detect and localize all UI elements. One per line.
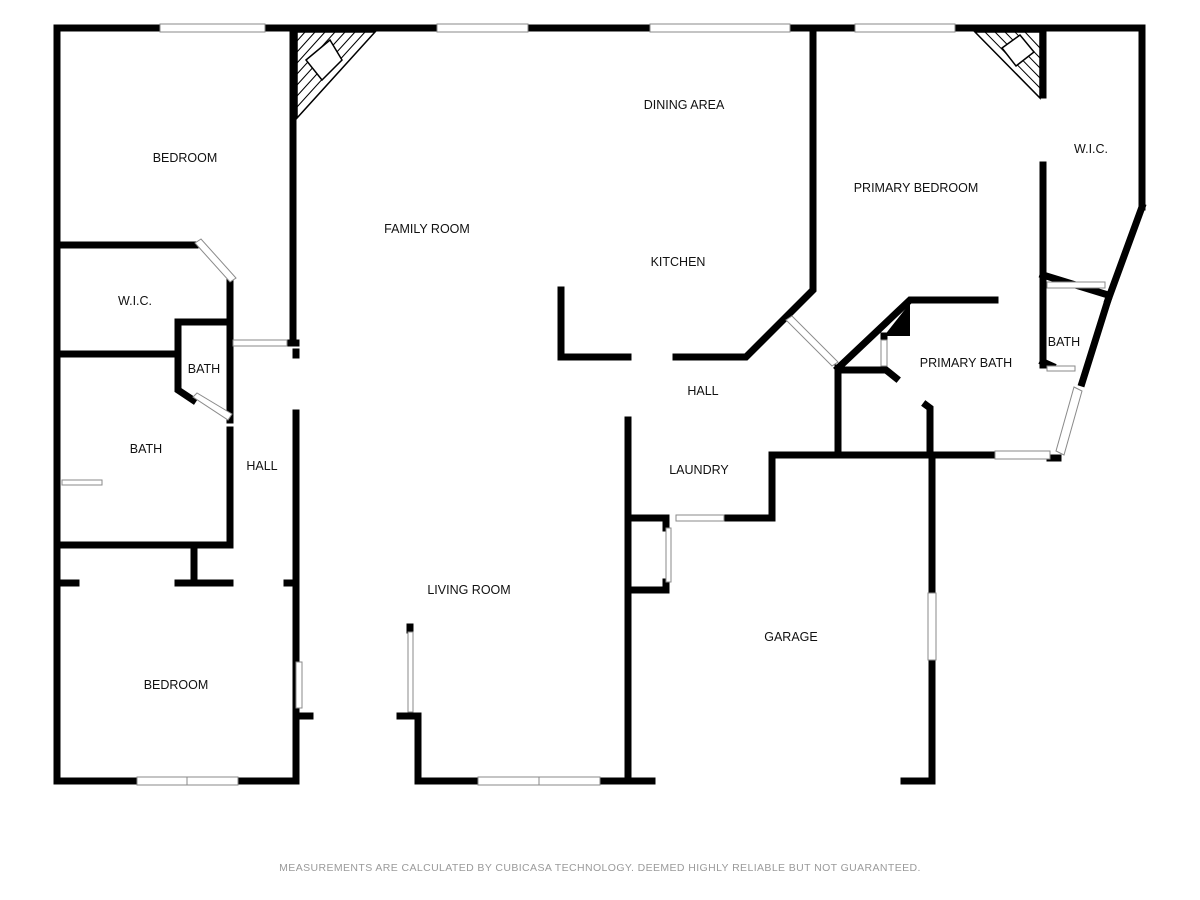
disclaimer-text: MEASUREMENTS ARE CALCULATED BY CUBICASA … [279, 862, 921, 874]
window [854, 23, 956, 33]
wall-pillar [884, 303, 910, 336]
room-label-bath-left: BATH [130, 442, 162, 456]
walls [53, 24, 1147, 785]
room-label-hall-left: HALL [246, 459, 277, 473]
door-opening [665, 527, 672, 583]
room-label-kitchen: KITCHEN [651, 255, 706, 269]
room-label-laundry: LAUNDRY [669, 463, 729, 477]
window [436, 23, 529, 33]
room-label-hall-center: HALL [687, 384, 718, 398]
room-label-garage: GARAGE [764, 630, 818, 644]
wall [1077, 295, 1113, 388]
door-opening [1046, 281, 1106, 289]
door-opening [407, 631, 414, 713]
door-opening [232, 339, 288, 347]
shelf [61, 479, 103, 486]
room-label-wic-right: W.I.C. [1074, 142, 1108, 156]
fireplace-left [296, 31, 377, 120]
wall [921, 400, 934, 459]
room-label-dining-area: DINING AREA [644, 98, 725, 112]
room-label-bath-small: BATH [188, 362, 220, 376]
wall [174, 318, 234, 405]
door-opening [675, 514, 725, 522]
room-label-primary-bedroom: PRIMARY BEDROOM [854, 181, 979, 195]
window [1055, 386, 1083, 456]
fireplace-right [973, 31, 1041, 100]
window [649, 23, 791, 33]
wall [672, 24, 817, 361]
door-opening [880, 339, 888, 367]
wall [557, 286, 632, 361]
window [994, 450, 1051, 460]
wall [1103, 202, 1147, 305]
door-opening [785, 315, 839, 367]
room-label-bedroom-bottom: BEDROOM [144, 678, 209, 692]
windows [61, 23, 1106, 786]
window [159, 23, 266, 33]
room-label-bath-right: BATH [1048, 335, 1080, 349]
wall [834, 366, 901, 383]
room-label-wic-left: W.I.C. [118, 294, 152, 308]
wall [1038, 357, 1057, 371]
door-opening [1046, 365, 1076, 372]
door-opening [295, 661, 303, 709]
door-opening [192, 392, 233, 421]
room-label-family-room: FAMILY ROOM [384, 222, 470, 236]
door-opening [194, 238, 237, 283]
room-labels: BEDROOM W.I.C. BATH BATH HALL BEDROOM FA… [118, 98, 1108, 692]
room-label-bedroom-top: BEDROOM [153, 151, 218, 165]
wall [833, 296, 999, 373]
room-label-living-room: LIVING ROOM [427, 583, 510, 597]
window [927, 592, 937, 661]
room-label-primary-bath: PRIMARY BATH [920, 356, 1012, 370]
